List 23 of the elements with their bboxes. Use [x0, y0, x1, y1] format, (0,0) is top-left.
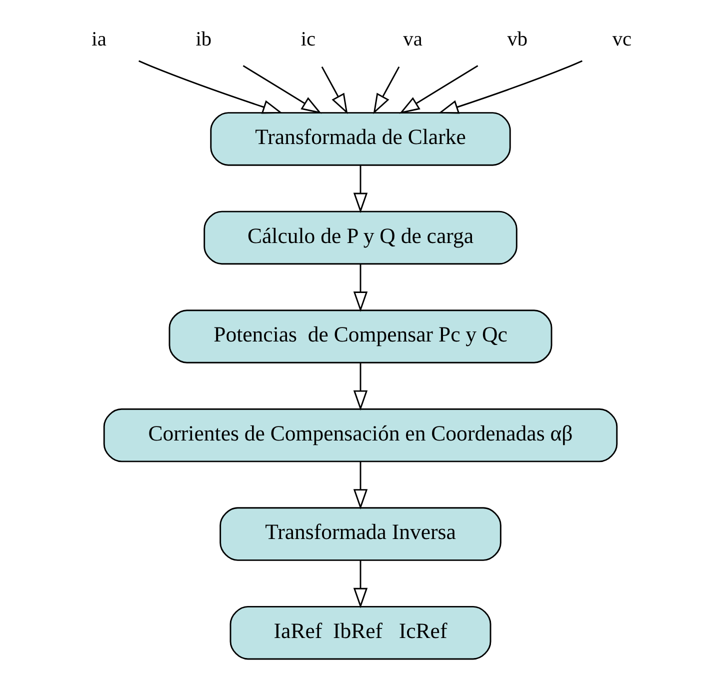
arrow	[138, 60, 282, 114]
arrow	[398, 65, 478, 114]
node-text: va	[402, 28, 422, 51]
node-text: vc	[612, 28, 632, 51]
arrow	[438, 60, 582, 114]
arrow	[320, 66, 348, 114]
arrow	[352, 166, 368, 214]
node-text: ic	[300, 28, 316, 51]
node-box: Cálculo de P y Q de carga	[203, 210, 517, 265]
arrow	[352, 363, 368, 411]
arrow	[372, 66, 400, 114]
node-box: Potencias de Compensar Pc y Qc	[168, 310, 552, 364]
node-box: IaRef IbRef IcRef	[229, 606, 491, 660]
arrow	[352, 462, 368, 510]
node-box: Transformada Inversa	[219, 507, 501, 561]
arrow	[242, 65, 322, 114]
arrow	[352, 264, 368, 312]
node-box: Corrientes de Compensación en Coordenadas αβ	[102, 408, 618, 462]
node-text: ib	[195, 28, 212, 51]
node-text: vb	[506, 28, 528, 51]
arrow	[352, 560, 368, 608]
node-box: Transformada de Clarke	[210, 112, 510, 166]
node-text: ia	[91, 28, 106, 51]
